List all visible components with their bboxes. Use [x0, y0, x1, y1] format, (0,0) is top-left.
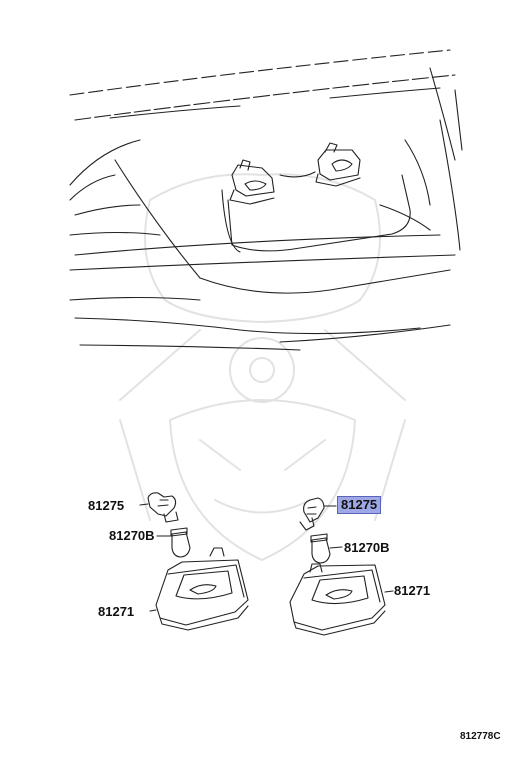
lamp-housing-right — [289, 563, 394, 636]
callout-left-bulb: 81270B — [109, 528, 155, 543]
callout-right-socket[interactable]: 81275 — [337, 496, 382, 514]
socket-right — [299, 497, 337, 531]
callout-left-lamp: 81271 — [98, 604, 135, 619]
license-plate-recess — [221, 171, 411, 253]
bulb-left — [156, 527, 191, 558]
mounted-lamp-left — [229, 159, 275, 205]
callout-left-socket: 81275 — [88, 498, 125, 513]
diagram-code: 812778C — [460, 731, 501, 742]
lamp-housing-left — [149, 547, 249, 631]
bulb-right — [310, 533, 343, 564]
socket-left — [139, 492, 179, 523]
vehicle-rear-outline — [69, 49, 463, 351]
watermark-logo — [119, 173, 406, 561]
callout-right-lamp: 81271 — [394, 583, 431, 598]
callout-right-bulb: 81270B — [344, 540, 390, 555]
mounted-lamp-right — [315, 142, 361, 187]
